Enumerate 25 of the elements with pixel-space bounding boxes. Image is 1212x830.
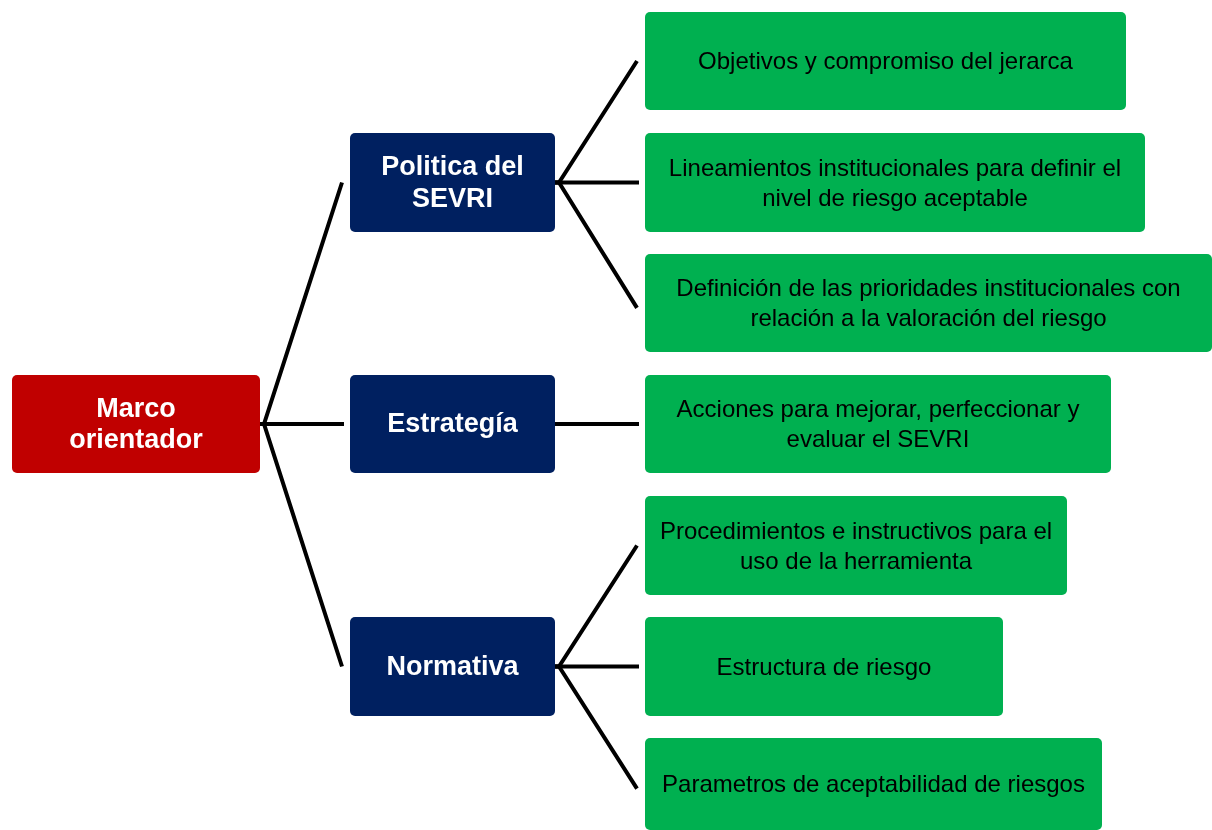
connector-line xyxy=(555,180,639,309)
item-box xyxy=(645,496,1067,595)
connector-line xyxy=(555,664,639,790)
item-box xyxy=(645,133,1145,232)
box-label: Estrategía xyxy=(387,408,518,440)
box-label: Lineamientos institucionales para definir el nivel de riesgo aceptable xyxy=(667,152,1123,213)
connector-line xyxy=(555,422,639,426)
box-label: Estructura de riesgo xyxy=(716,651,932,682)
item-box xyxy=(645,738,1102,830)
box-label: Acciones para mejorar, perfeccionar y evaluar el SEVRI xyxy=(675,394,1081,454)
root-box xyxy=(12,375,260,473)
box-label: Parametros de aceptabilidad de riesgos xyxy=(662,769,1085,799)
category-box xyxy=(350,375,555,473)
category-box xyxy=(350,133,555,232)
item-box xyxy=(645,617,1003,716)
box-label: Normativa xyxy=(386,650,519,682)
item-box xyxy=(645,12,1126,110)
box-label: Politica del SEVRI xyxy=(380,151,525,214)
box-label: Definición de las prioridades institucionales con relación a la valoración del riesgo xyxy=(675,273,1182,333)
item-box xyxy=(645,375,1111,473)
category-box xyxy=(350,617,555,716)
box-label: Objetivos y compromiso del jerarca xyxy=(698,46,1073,76)
box-label: Procedimientos e instructivos para el uso de la herramienta xyxy=(658,515,1054,576)
box-label: Marco orientador xyxy=(68,392,204,456)
item-box xyxy=(645,254,1212,352)
